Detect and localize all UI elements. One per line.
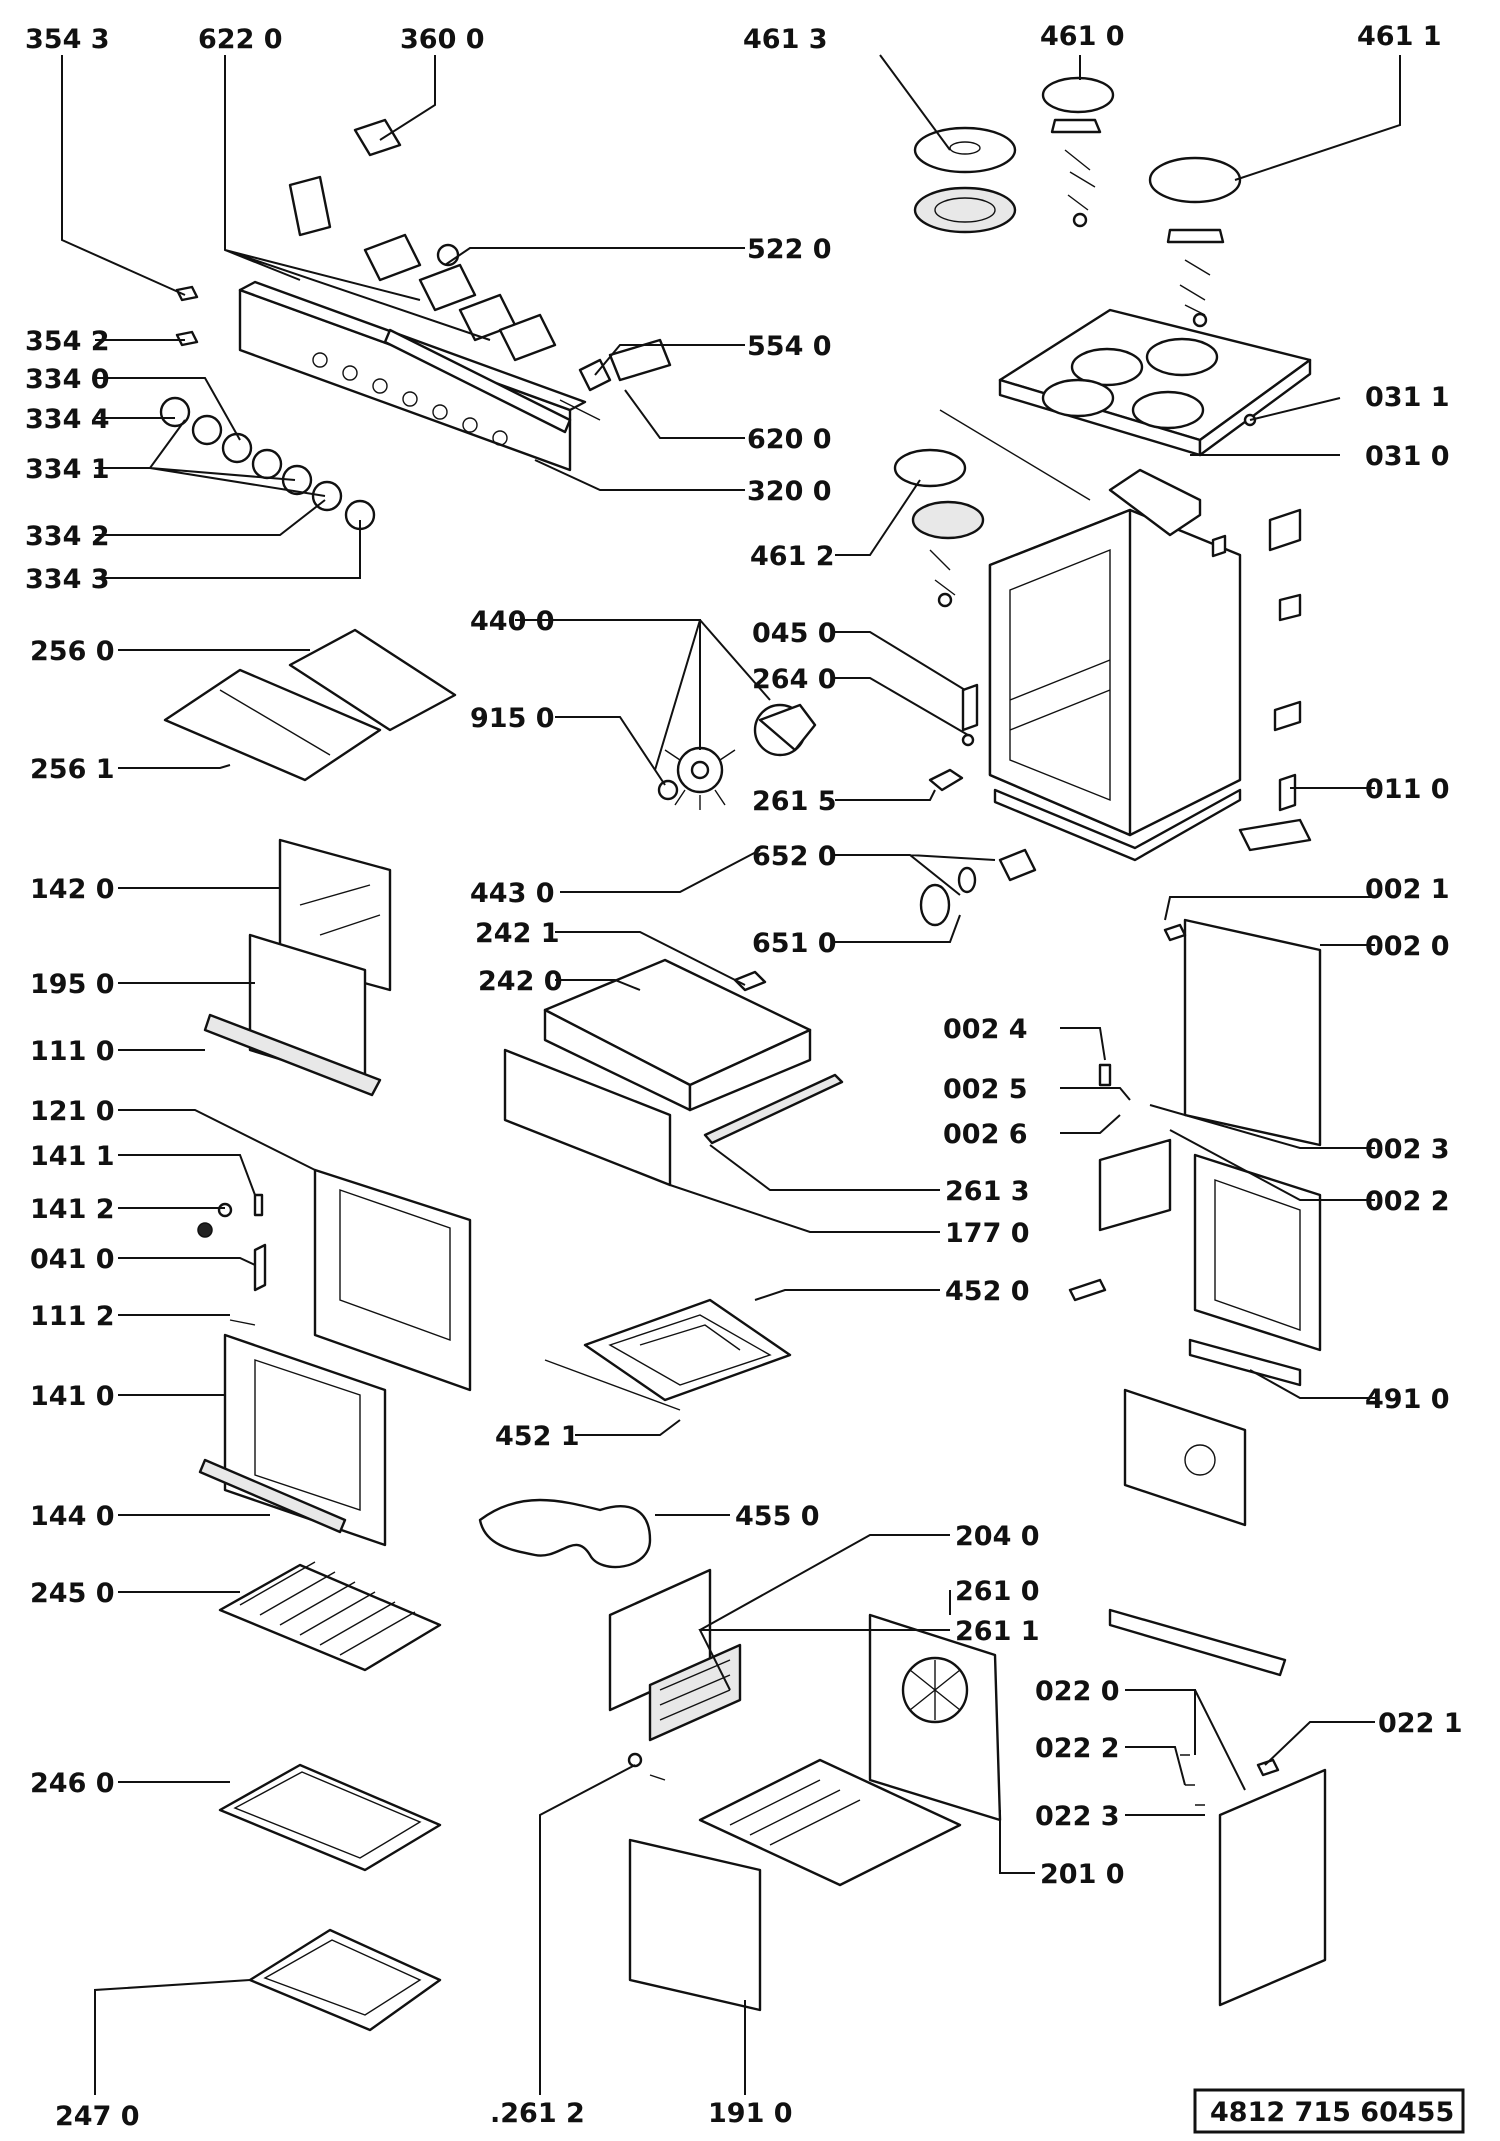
right-side-panel	[1108, 1608, 1327, 2007]
callout-label: 261 5	[752, 786, 837, 817]
callout-label: 011 0	[1365, 774, 1450, 805]
callout-label: 247 0	[55, 2101, 140, 2132]
callout-label: 652 0	[752, 841, 837, 872]
inner-door-frame	[198, 1333, 387, 1547]
callout-label: 111 0	[30, 1036, 115, 1067]
callout-label: .261 2	[490, 2098, 585, 2129]
callout-label: 461 0	[1040, 21, 1125, 52]
document-number-box: 4812 715 60455	[1193, 2088, 1465, 2134]
callout-label: 141 1	[30, 1141, 115, 1172]
leader-lines	[61, 54, 1401, 2095]
callout-label: 242 0	[478, 966, 563, 997]
callout-label: 111 2	[30, 1301, 115, 1332]
callout-label: 354 3	[25, 24, 110, 55]
callout-label: 452 1	[495, 1421, 580, 1452]
callout-label: 022 3	[1035, 1801, 1120, 1832]
oven-door	[197, 1168, 472, 1392]
callout-label: 002 4	[943, 1014, 1028, 1045]
callout-label: 031 0	[1365, 441, 1450, 472]
callout-label: 491 0	[1365, 1384, 1450, 1415]
grill-shields	[163, 628, 457, 782]
callout-label: 256 0	[30, 636, 115, 667]
callout-label: 620 0	[747, 424, 832, 455]
callout-label: 041 0	[30, 1244, 115, 1275]
callout-label: 334 0	[25, 364, 110, 395]
storage-drawer	[503, 958, 844, 1187]
callout-label: 261 1	[955, 1616, 1040, 1647]
fan-assembly	[657, 703, 817, 810]
part-drawings	[159, 76, 1327, 2032]
callout-label: 915 0	[470, 703, 555, 734]
callout-label: 002 0	[1365, 931, 1450, 962]
callout-label: 334 1	[25, 454, 110, 485]
callout-label: 142 0	[30, 874, 115, 905]
callout-label: 256 1	[30, 754, 115, 785]
callout-label: 455 0	[735, 1501, 820, 1532]
callout-label: 022 0	[1035, 1676, 1120, 1707]
callout-label: 245 0	[30, 1578, 115, 1609]
callout-label: 141 0	[30, 1381, 115, 1412]
hotplate-461-2	[893, 448, 985, 608]
oven-body	[988, 468, 1312, 862]
side-panels	[1068, 918, 1322, 1527]
callout-label: 320 0	[747, 476, 832, 507]
door-glass-panels	[203, 838, 392, 1097]
callout-label: 622 0	[198, 24, 283, 55]
racks-and-trays	[218, 1561, 442, 2032]
callout-label: 651 0	[752, 928, 837, 959]
callout-label: 264 0	[752, 664, 837, 695]
callout-label: 443 0	[470, 878, 555, 909]
callout-label: 354 2	[25, 326, 110, 357]
callout-label: 360 0	[400, 24, 485, 55]
callout-label: 022 1	[1378, 1708, 1463, 1739]
callout-label: 002 3	[1365, 1134, 1450, 1165]
callout-label: 261 3	[945, 1176, 1030, 1207]
fan-cover	[868, 1613, 1002, 1822]
callout-label: 177 0	[945, 1218, 1030, 1249]
callout-label: 144 0	[30, 1501, 115, 1532]
hob-top	[939, 308, 1312, 501]
callout-label: 002 6	[943, 1119, 1028, 1150]
callout-label: 461 2	[750, 541, 835, 572]
callout-label: 195 0	[30, 969, 115, 1000]
callout-label: 045 0	[752, 618, 837, 649]
callout-label: 204 0	[955, 1521, 1040, 1552]
callout-label: 002 5	[943, 1074, 1028, 1105]
callout-label: 261 0	[955, 1576, 1040, 1607]
small-oven-parts	[919, 683, 1037, 927]
callout-label: 452 0	[945, 1276, 1030, 1307]
callout-label: 002 2	[1365, 1186, 1450, 1217]
callout-labels: 354 3 622 0 360 0 461 3 461 0 461 1 522 …	[25, 21, 1463, 2132]
callout-label: 121 0	[30, 1096, 115, 1127]
callout-label: 191 0	[708, 2098, 793, 2129]
callout-label: 242 1	[475, 918, 560, 949]
heating-elements	[478, 1298, 792, 1569]
callout-label: 141 2	[30, 1194, 115, 1225]
callout-label: 201 0	[1040, 1859, 1125, 1890]
callout-label: 002 1	[1365, 874, 1450, 905]
callout-label: 031 1	[1365, 382, 1450, 413]
control-panel	[159, 118, 672, 531]
callout-label: 522 0	[747, 234, 832, 265]
callout-label: 022 2	[1035, 1733, 1120, 1764]
base-panels	[628, 1758, 962, 2012]
callout-label: 334 3	[25, 564, 110, 595]
callout-label: 334 2	[25, 521, 110, 552]
callout-label: 554 0	[747, 331, 832, 362]
hotplate-group-top	[913, 76, 1242, 328]
callout-label: 440 0	[470, 606, 555, 637]
callout-label: 461 1	[1357, 21, 1442, 52]
rear-panels	[608, 1568, 742, 1781]
callout-label: 461 3	[743, 24, 828, 55]
document-number: 4812 715 60455	[1210, 2097, 1454, 2128]
callout-label: 334 4	[25, 404, 110, 435]
callout-label: 246 0	[30, 1768, 115, 1799]
